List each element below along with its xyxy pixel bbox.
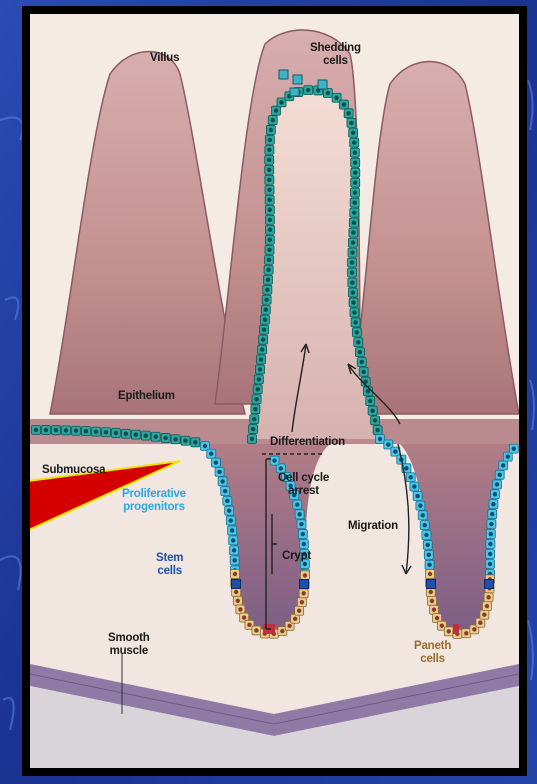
label-submucosa: Submucosa: [42, 464, 105, 477]
label-paneth-cells: Paneth cells: [414, 640, 451, 666]
label-proliferative-progenitors: Proliferative progenitors: [122, 488, 186, 514]
stem-cell: [485, 580, 494, 589]
label-stem-cells: Stem cells: [156, 552, 183, 578]
label-villus: Villus: [150, 52, 179, 65]
label-epithelium: Epithelium: [118, 390, 175, 403]
label-smooth-muscle: Smooth muscle: [108, 632, 150, 658]
label-migration: Migration: [348, 520, 398, 533]
stem-cell: [427, 580, 436, 589]
figure-panel: Villus Shedding cells Epithelium Submuco…: [30, 14, 519, 768]
label-differentiation: Differentiation: [270, 436, 345, 449]
label-cell-cycle-arrest: Cell cycle arrest: [278, 472, 329, 498]
label-shedding-cells: Shedding cells: [310, 42, 361, 68]
paneth-granule: [453, 624, 459, 634]
stem-cell: [232, 580, 241, 589]
label-crypt: Crypt: [282, 550, 311, 563]
stem-cell: [300, 580, 309, 589]
